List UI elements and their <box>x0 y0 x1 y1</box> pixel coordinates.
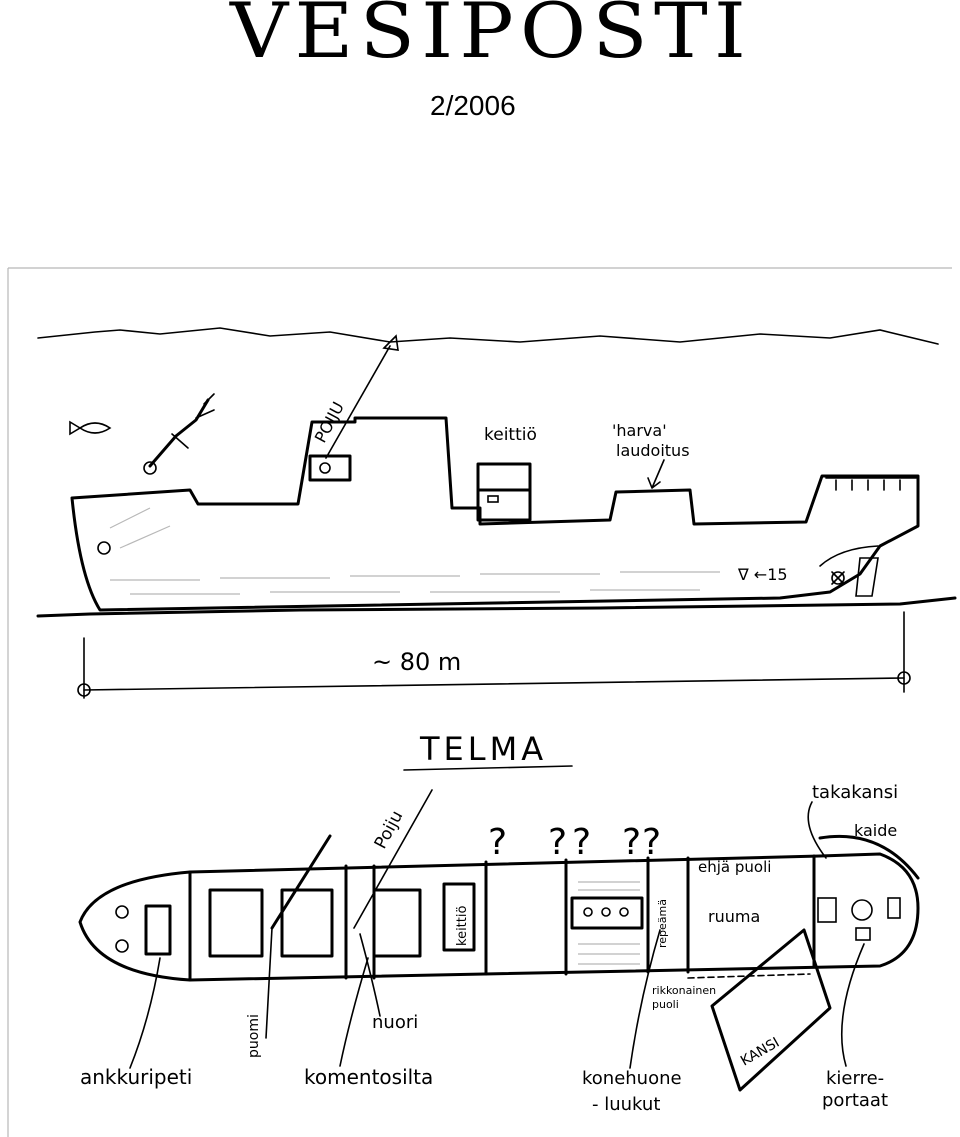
plan-label-ehja-puoli: ehjä puoli <box>698 858 771 876</box>
buoy-line <box>325 345 391 459</box>
dimension-end-right <box>897 671 911 685</box>
fallen-deck <box>710 928 832 1092</box>
anchor-bed <box>144 904 172 956</box>
question-mark-4: ? <box>622 822 641 863</box>
bridge-box <box>308 454 352 482</box>
break-line <box>687 973 811 979</box>
engine-dot-1 <box>583 907 593 917</box>
depth-marker: ∇ ←15 <box>737 565 788 584</box>
porthole-bridge <box>319 462 331 474</box>
stern-box <box>817 897 837 923</box>
stern-rail-plan <box>818 834 920 880</box>
galley-block <box>476 462 532 522</box>
question-mark-5: ? <box>642 822 661 863</box>
dimension-end-left <box>77 683 91 697</box>
wreck-sketch: POIJU keittiö 'harva' laudoitus ∇ ←15 ~ … <box>0 258 960 1137</box>
plan-label-repeama: repeämä <box>656 899 669 948</box>
plan-label-konehuone: konehuone <box>582 1068 682 1089</box>
ship-name: TELMA <box>419 730 547 768</box>
engine-room-hatch <box>570 896 644 930</box>
masthead: VESIPOSTI 2/2006 <box>0 0 960 130</box>
puomi-line <box>265 927 273 1039</box>
plan-label-komentosilta: komentosilta <box>304 1065 433 1089</box>
galley-box <box>442 882 476 952</box>
galley-window <box>487 495 499 503</box>
plan-buoy-line <box>353 789 433 929</box>
sketch-canvas: POIJU keittiö 'harva' laudoitus ∇ ←15 ~ … <box>7 267 957 1137</box>
bridge-hatch <box>372 888 422 958</box>
question-mark-1: ? <box>488 822 507 863</box>
takakansi-leader <box>807 801 827 859</box>
ankkuripeti-leader <box>129 957 161 1069</box>
propeller-icon <box>831 571 845 585</box>
plan-label-ruuma: ruuma <box>708 907 760 926</box>
engine-dot-2 <box>601 907 611 917</box>
water-surface <box>37 327 939 345</box>
ship-length: ~ 80 m <box>372 648 461 676</box>
plan-label-takakansi: takakansi <box>812 782 898 803</box>
plan-label-rikkonainen: rikkonainen <box>652 984 716 997</box>
issue-number: 2/2006 <box>430 90 516 121</box>
anchor-hole-1 <box>115 905 129 919</box>
anchor-hole-2 <box>115 939 129 953</box>
capstan-icon <box>851 899 873 921</box>
konehuone-leader <box>629 929 661 1069</box>
plan-label-nuori: nuori <box>372 1012 418 1033</box>
stern-post <box>887 897 901 919</box>
question-mark-2: ? <box>548 822 567 863</box>
plan-label-kansi: KANSI <box>738 1035 782 1070</box>
rudder <box>855 557 879 597</box>
buoy-flag-icon <box>382 334 399 351</box>
hatch-1 <box>208 888 264 958</box>
nuori-leader <box>359 933 381 1017</box>
question-mark-3: ? <box>572 822 591 863</box>
plan-label-kierre: kierre- <box>826 1068 884 1089</box>
ship-name-underline <box>403 765 573 771</box>
plan-label-kaide: kaide <box>854 821 897 840</box>
fish-icon <box>69 420 112 436</box>
plan-label-puomi: puomi <box>246 1014 262 1058</box>
stern-curve <box>819 545 879 567</box>
plan-label-ankkuripeti: ankkuripeti <box>80 1065 192 1089</box>
stern-hatch <box>855 927 871 941</box>
kierre-leader <box>840 943 865 1067</box>
plan-hull-outline <box>78 852 920 982</box>
side-label-harva: 'harva' <box>612 421 667 440</box>
laudoitus-arrow <box>647 459 665 489</box>
diver-icon <box>143 393 215 475</box>
engine-room-hatching <box>578 881 640 965</box>
side-view: POIJU keittiö 'harva' laudoitus ∇ ←15 ~ … <box>36 327 957 699</box>
plan-label-luukut: - luukut <box>592 1094 660 1115</box>
plan-label-keittio: keittiö <box>455 906 470 946</box>
komentosilta-leader <box>339 957 369 1067</box>
seabed-line <box>36 596 957 618</box>
plan-label-puoli: puoli <box>652 998 679 1011</box>
dimension-line <box>83 677 905 691</box>
plan-view: keittiö Poiju repeämä ? ? ? ? ? ehjä puo… <box>78 782 920 1115</box>
plan-label-portaat: portaat <box>822 1090 888 1111</box>
hatch-2 <box>280 888 334 958</box>
engine-dot-3 <box>619 907 629 917</box>
side-label-laudoitus: laudoitus <box>616 441 690 460</box>
hull-hatching <box>109 507 720 595</box>
side-label-keittio: keittiö <box>484 425 537 445</box>
porthole-bow <box>97 541 111 555</box>
hull-outline <box>70 416 920 612</box>
plan-label-poiju: Poiju <box>371 807 408 852</box>
magazine-title: VESIPOSTI <box>230 0 753 75</box>
stern-rail <box>825 477 917 491</box>
crane-boom <box>270 834 332 930</box>
